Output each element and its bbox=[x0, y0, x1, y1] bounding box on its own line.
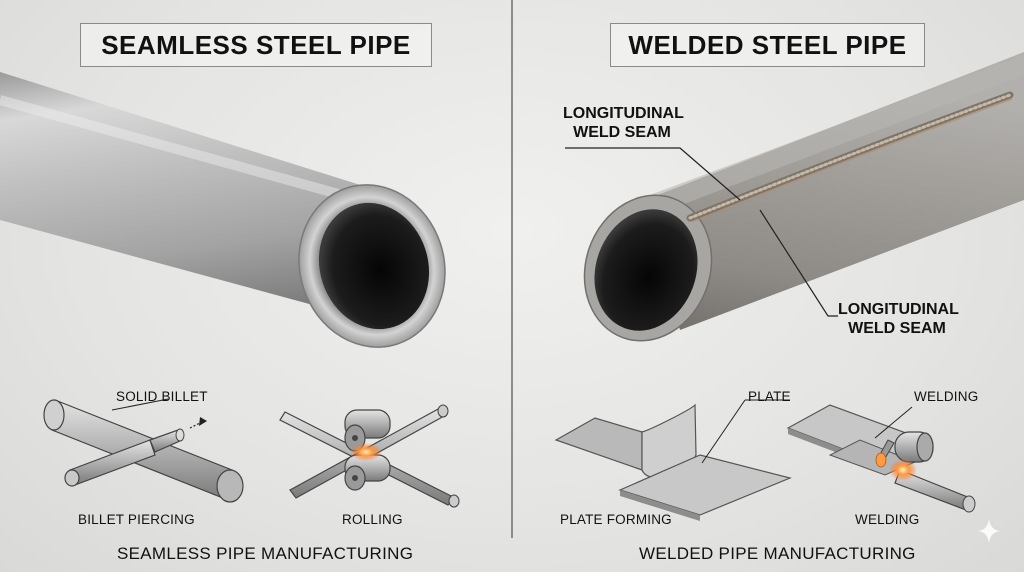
seamless-pipe bbox=[0, 72, 446, 348]
billet-piercing-illustration bbox=[43, 398, 244, 503]
billet-piercing-label: BILLET PIERCING bbox=[78, 512, 195, 527]
plate-label: PLATE bbox=[748, 389, 791, 404]
seamless-title: SEAMLESS STEEL PIPE bbox=[80, 23, 432, 67]
welded-pipe bbox=[583, 52, 1024, 342]
weld-seam-callout-bottom: LONGITUDINAL WELD SEAM bbox=[838, 300, 959, 338]
rolling-illustration bbox=[279, 404, 460, 508]
weld-seam-callout-top: LONGITUDINAL WELD SEAM bbox=[563, 104, 684, 142]
callout-line: WELD SEAM bbox=[848, 320, 946, 337]
rolling-label: ROLLING bbox=[342, 512, 403, 527]
welding-callout-label: WELDING bbox=[914, 389, 979, 404]
callout-lines bbox=[565, 147, 838, 317]
welding-illustration bbox=[786, 404, 976, 513]
welding-step-label: WELDING bbox=[855, 512, 920, 527]
callout-line: LONGITUDINAL bbox=[563, 105, 684, 122]
welded-footer: WELDED PIPE MANUFACTURING bbox=[639, 544, 916, 563]
seamless-footer: SEAMLESS PIPE MANUFACTURING bbox=[117, 544, 414, 563]
callout-line: WELD SEAM bbox=[573, 124, 671, 141]
sparkle-icon bbox=[978, 519, 1000, 543]
solid-billet-label: SOLID BILLET bbox=[116, 389, 208, 404]
welded-title: WELDED STEEL PIPE bbox=[610, 23, 925, 67]
plate-forming-label: PLATE FORMING bbox=[560, 512, 672, 527]
callout-line: LONGITUDINAL bbox=[838, 301, 959, 318]
plate-forming-illustration bbox=[554, 399, 792, 521]
center-divider bbox=[511, 0, 513, 538]
